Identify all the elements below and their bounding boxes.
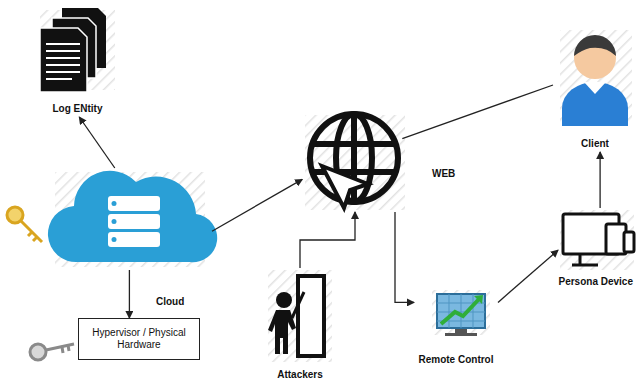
connector-arrow — [212, 179, 302, 231]
documents-icon — [40, 8, 106, 92]
cloud-node: Cloud — [50, 168, 212, 270]
node-label: Cloud — [156, 296, 184, 308]
connector-arrow — [599, 152, 600, 208]
connector-arrow — [300, 212, 355, 268]
connector-arrow — [129, 270, 130, 318]
connector-arrow — [79, 117, 115, 168]
persona-device-node: Persona Device — [558, 208, 636, 270]
attackers-node: Attackers — [263, 268, 337, 383]
remote-control-node: Remote Control — [414, 288, 498, 368]
hatch-ground — [432, 290, 490, 335]
remote-screen-icon — [437, 294, 485, 336]
connector-arrow — [402, 85, 553, 139]
attacker-icon — [268, 274, 326, 358]
key-icon — [30, 344, 74, 360]
cloud-icon — [48, 171, 217, 262]
node-label: WEB — [432, 168, 455, 180]
hypervisor-box: Hypervisor / Physical Hardware — [78, 318, 200, 360]
person-icon — [562, 35, 628, 126]
hatch-ground — [268, 270, 332, 362]
connector-arrow — [395, 212, 414, 302]
client-node: Client — [553, 28, 637, 152]
web-node: WEB — [300, 110, 410, 212]
cursor-arrow — [322, 166, 368, 208]
log-entity-node: Log ENtity — [33, 5, 122, 117]
connector-arrow — [498, 250, 558, 302]
hatch-ground — [305, 115, 405, 210]
node-label: Attackers — [263, 369, 337, 381]
devices-icon — [563, 214, 634, 265]
node-label: Persona Device — [559, 276, 634, 288]
node-label: Hypervisor / Physical Hardware — [79, 325, 199, 353]
node-label: Remote Control — [414, 354, 498, 366]
node-label: Client — [553, 138, 637, 150]
hatch-ground — [560, 30, 632, 125]
hatch-ground — [560, 210, 634, 270]
node-label: Log ENtity — [33, 103, 122, 115]
key-icon — [7, 207, 42, 242]
